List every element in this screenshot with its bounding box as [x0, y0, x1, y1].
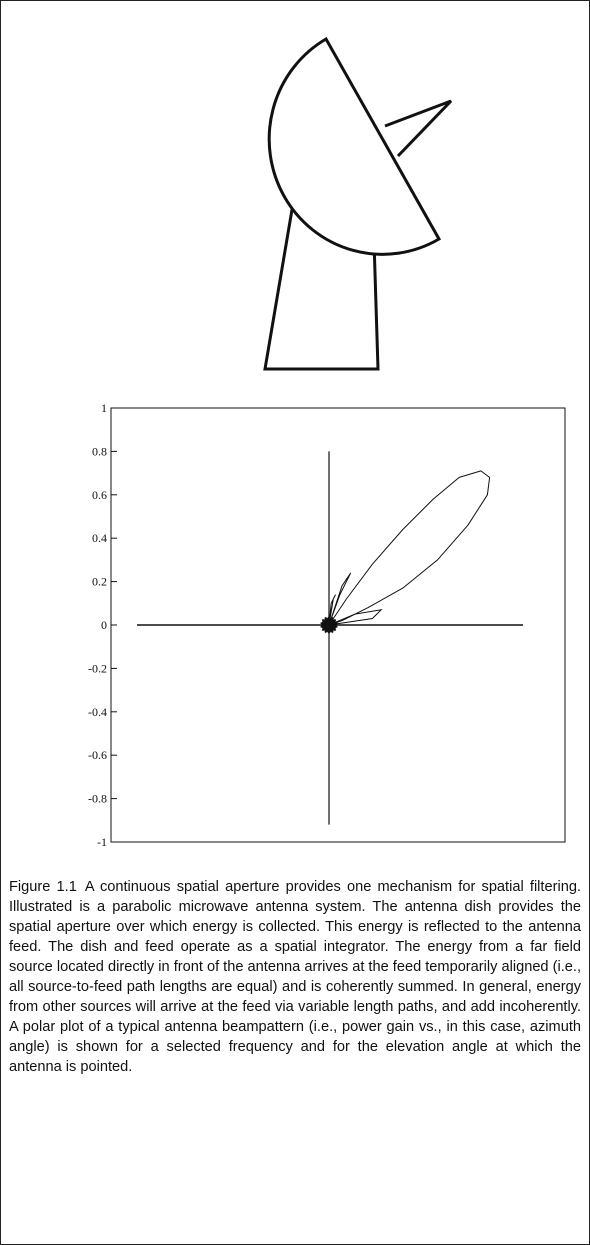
figure-caption-text: A continuous spatial aperture provides o… — [9, 879, 581, 1075]
beampattern-lobes — [320, 470, 491, 635]
y-tick-label: -0.2 — [88, 661, 107, 675]
y-tick-label: 0 — [101, 618, 107, 632]
side-lobe — [328, 609, 383, 626]
y-tick-label: 1 — [101, 401, 107, 415]
y-tick-label: 0.6 — [92, 488, 107, 502]
y-tick-label: -0.4 — [88, 705, 107, 719]
antenna-dish — [267, 36, 442, 256]
beampattern-polar-plot: 1 0.8 0.6 0.4 0.2 0 -0.2 -0.4 -0.6 -0.8 -1 — [88, 401, 566, 849]
y-tick-label: 0.4 — [92, 531, 107, 545]
y-tick-label: -1 — [97, 835, 107, 849]
y-tick-label: -0.6 — [88, 748, 107, 762]
main-lobe — [328, 470, 491, 626]
y-tick-label: 0.2 — [92, 575, 107, 589]
antenna-illustration — [263, 36, 453, 371]
antenna-pedestal — [263, 185, 380, 371]
figure-label: Figure 1.1 — [9, 879, 77, 895]
antenna-feed — [384, 99, 453, 158]
side-lobe — [328, 572, 352, 626]
back-lobes — [320, 615, 338, 635]
y-axis-ticks: 1 0.8 0.6 0.4 0.2 0 -0.2 -0.4 -0.6 -0.8 -1 — [88, 401, 117, 849]
y-tick-label: 0.8 — [92, 444, 107, 458]
plot-axes — [137, 451, 523, 825]
y-tick-label: -0.8 — [88, 792, 107, 806]
side-lobe — [328, 594, 336, 626]
